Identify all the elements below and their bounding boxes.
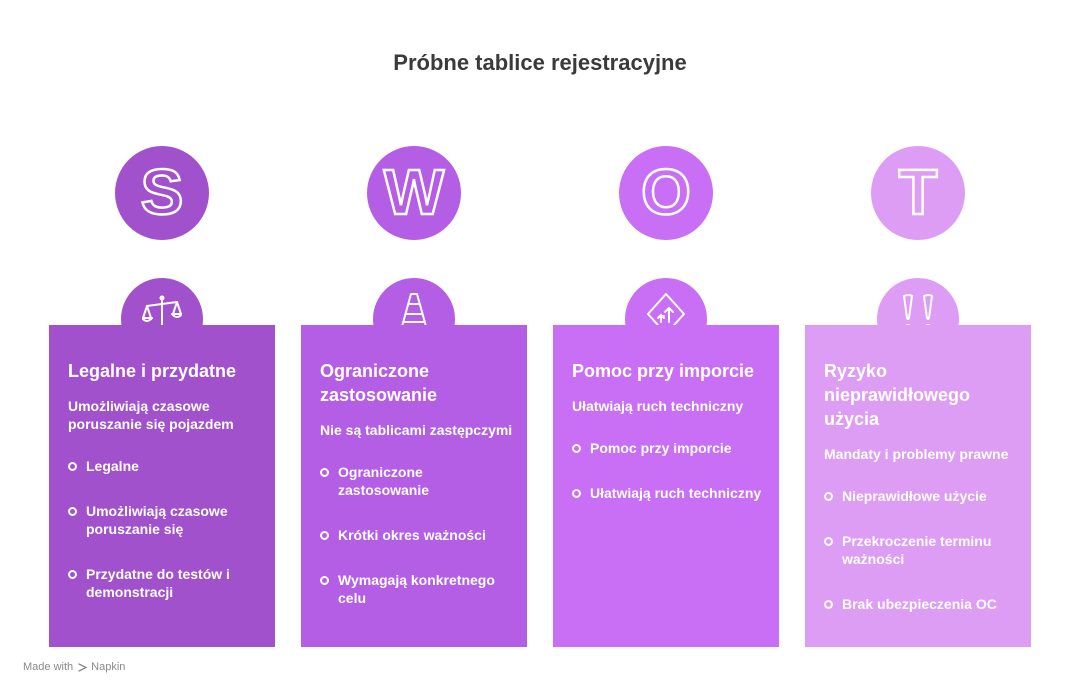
list-item: Krótki okres ważności — [320, 526, 515, 544]
list-item: Ułatwiają ruch techniczny — [572, 484, 767, 502]
card-subtitle: Nie są tablicami zastępczymi — [320, 422, 513, 438]
list-item: Przydatne do testów i demonstracji — [68, 565, 263, 601]
bullet-icon — [824, 492, 833, 501]
card-subtitle: Ułatwiają ruch techniczny — [572, 398, 744, 414]
list-item: Legalne — [68, 457, 263, 475]
bullet-icon — [572, 444, 581, 453]
card-title: Legalne i przydatne — [68, 361, 237, 381]
bullet-icon — [68, 507, 77, 516]
svg-text:O: O — [641, 156, 691, 228]
napkin-logo-icon — [78, 662, 88, 672]
made-with-label: Made with — [23, 661, 74, 673]
bullet-icon — [824, 600, 833, 609]
bullet-icon — [320, 576, 329, 585]
threats-card: Ryzyko nieprawidłowego użycia Mandaty i … — [805, 325, 1031, 647]
card-title: Pomoc przy imporcie — [572, 361, 755, 381]
bullet-icon — [68, 570, 77, 579]
opportunities-card: Pomoc przy imporcie Ułatwiają ruch techn… — [553, 325, 779, 647]
list-item: Wymagają konkretnego celu — [320, 571, 515, 607]
card-item-list: Ograniczone zastosowanie Krótki okres wa… — [320, 463, 515, 607]
list-item: Pomoc przy imporcie — [572, 439, 767, 457]
card-item-list: Nieprawidłowe użycie Przekroczenie termi… — [824, 487, 1019, 613]
card-title: Ograniczone zastosowanie — [320, 361, 438, 405]
weaknesses-card: Ograniczone zastosowanie Nie są tablicam… — [301, 325, 527, 647]
strengths-card: Legalne i przydatne Umożliwiają czasowe … — [49, 325, 275, 647]
swot-letter-t: T — [871, 146, 965, 240]
bullet-icon — [572, 489, 581, 498]
card-title: Ryzyko nieprawidłowego użycia — [824, 361, 971, 429]
list-item: Umożliwiają czasowe poruszanie się — [68, 502, 263, 538]
bullet-icon — [320, 531, 329, 540]
card-subtitle: Mandaty i problemy prawne — [824, 446, 1009, 462]
list-item: Nieprawidłowe użycie — [824, 487, 1019, 505]
list-item: Brak ubezpieczenia OC — [824, 595, 1019, 613]
svg-text:S: S — [141, 156, 184, 228]
made-with-footer: Made with Napkin — [23, 661, 125, 673]
page-title: Próbne tablice rejestracyjne — [393, 50, 687, 75]
card-item-list: Legalne Umożliwiają czasowe poruszanie s… — [68, 457, 263, 601]
list-item: Przekroczenie terminu ważności — [824, 532, 1019, 568]
bullet-icon — [68, 462, 77, 471]
napkin-brand-label: Napkin — [91, 661, 126, 673]
bullet-icon — [824, 537, 833, 546]
card-item-list: Pomoc przy imporcie Ułatwiają ruch techn… — [572, 439, 767, 502]
svg-text:W: W — [384, 156, 445, 228]
swot-letter-w: W — [367, 146, 461, 240]
svg-text:T: T — [898, 156, 937, 228]
swot-letter-s: S — [115, 146, 209, 240]
card-subtitle: Umożliwiają czasowe poruszanie się pojaz… — [68, 398, 234, 432]
bullet-icon — [320, 468, 329, 477]
list-item: Ograniczone zastosowanie — [320, 463, 515, 499]
swot-letter-o: O — [619, 146, 713, 240]
